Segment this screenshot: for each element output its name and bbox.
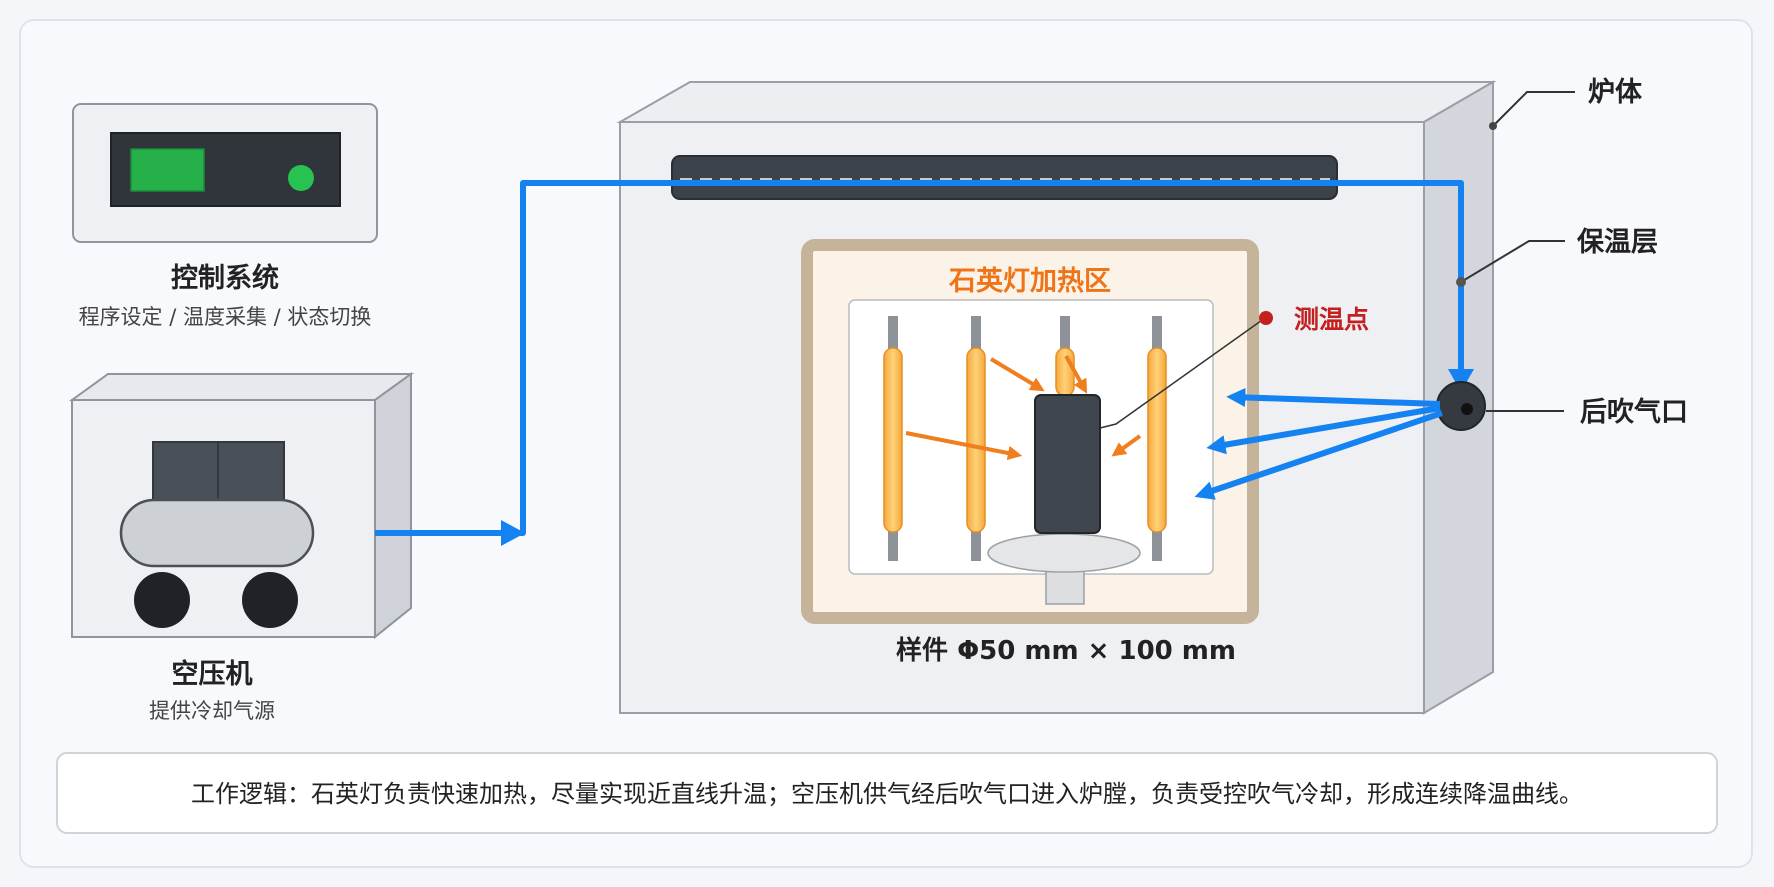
- quartz-lamp-icon: [1055, 347, 1075, 397]
- sample-platform: [987, 533, 1141, 573]
- quartz-lamp-icon: [966, 347, 986, 533]
- top-heater-bar: [671, 155, 1338, 200]
- air-compressor-unit: [68, 372, 415, 640]
- quartz-lamp-icon: [883, 347, 903, 533]
- air-compressor-title: 空压机: [172, 658, 253, 690]
- quartz-lamps: [883, 316, 1167, 561]
- heating-zone-label: 石英灯加热区: [948, 266, 1111, 297]
- furnace-body-label: 炉体: [1588, 77, 1643, 108]
- air-tank: [119, 498, 315, 568]
- furnace-body-leader: [1492, 91, 1575, 127]
- sample-cylinder: [1034, 394, 1101, 534]
- status-light-icon: [288, 165, 314, 191]
- wheel-icon: [134, 572, 190, 628]
- temp-point-leader: [1099, 317, 1266, 429]
- heat-arrows: [905, 355, 1142, 461]
- green-display-icon: [130, 148, 205, 192]
- control-system-subtitle: 程序设定 / 温度采集 / 状态切换: [79, 305, 372, 329]
- temp-point-dot: [1259, 311, 1273, 325]
- cooling-air-streams: [1194, 387, 1443, 500]
- footer-panel: [56, 752, 1718, 834]
- air-supply-arrowhead: [1448, 369, 1474, 392]
- control-system-unit: [72, 103, 378, 243]
- sample-label: 样件 Φ50 mm × 100 mm: [896, 635, 1236, 666]
- air-supply-line: [375, 180, 1464, 536]
- footer-text: 工作逻辑：石英灯负责快速加热，尽量实现近直线升温；空压机供气经后吹气口进入炉膛，…: [191, 780, 1583, 808]
- control-system-title: 控制系统: [171, 262, 279, 294]
- heating-chamber: [801, 239, 1259, 624]
- insulation-label: 保温层: [1576, 227, 1658, 258]
- quartz-lamp-icon: [1147, 347, 1167, 533]
- sample-assembly: [987, 394, 1141, 605]
- temp-point-label: 测温点: [1294, 305, 1369, 334]
- rear-inlet-label: 后吹气口: [1580, 397, 1688, 428]
- air-supply-arrowhead: [501, 520, 525, 546]
- rear-blow-port: [1436, 381, 1486, 431]
- wheel-icon: [242, 572, 298, 628]
- air-compressor-subtitle: 提供冷却气源: [149, 699, 275, 723]
- insulation-leader: [1460, 240, 1565, 283]
- rear-blow-port-inner: [1461, 403, 1473, 415]
